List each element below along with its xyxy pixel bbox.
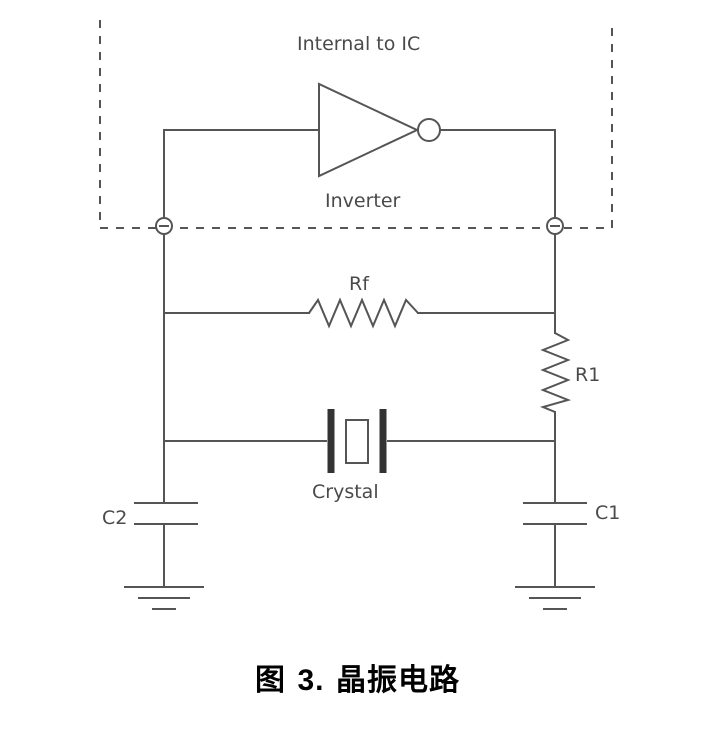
c2-label: C2 — [102, 507, 127, 529]
feedback-resistor-rf — [308, 297, 419, 329]
rf-label: Rf — [349, 273, 370, 295]
crystal-label: Crystal — [312, 481, 379, 503]
caption-number: 3. — [297, 664, 325, 697]
ground-right-icon — [515, 586, 595, 610]
c1-label: C1 — [595, 502, 620, 524]
inverter-label: Inverter — [325, 190, 401, 212]
series-resistor-r1 — [539, 332, 572, 413]
ic-pin-left — [155, 217, 173, 235]
figure-caption: 图 3. 晶振电路 — [0, 655, 715, 699]
inverter-output-wire — [439, 129, 556, 217]
crystal — [327, 409, 387, 473]
caption-prefix: 图 — [255, 663, 287, 698]
ground-left-icon — [124, 586, 204, 610]
ic-pin-right — [546, 217, 564, 235]
capacitor-c2 — [134, 502, 198, 525]
inverter — [318, 82, 441, 178]
caption-title: 晶振电路 — [335, 663, 460, 698]
capacitor-c1 — [523, 502, 587, 525]
ic-boundary — [99, 20, 613, 229]
r1-label: R1 — [575, 364, 600, 386]
inverter-input-wire — [163, 129, 320, 217]
ic-boundary-label: Internal to IC — [297, 33, 420, 55]
